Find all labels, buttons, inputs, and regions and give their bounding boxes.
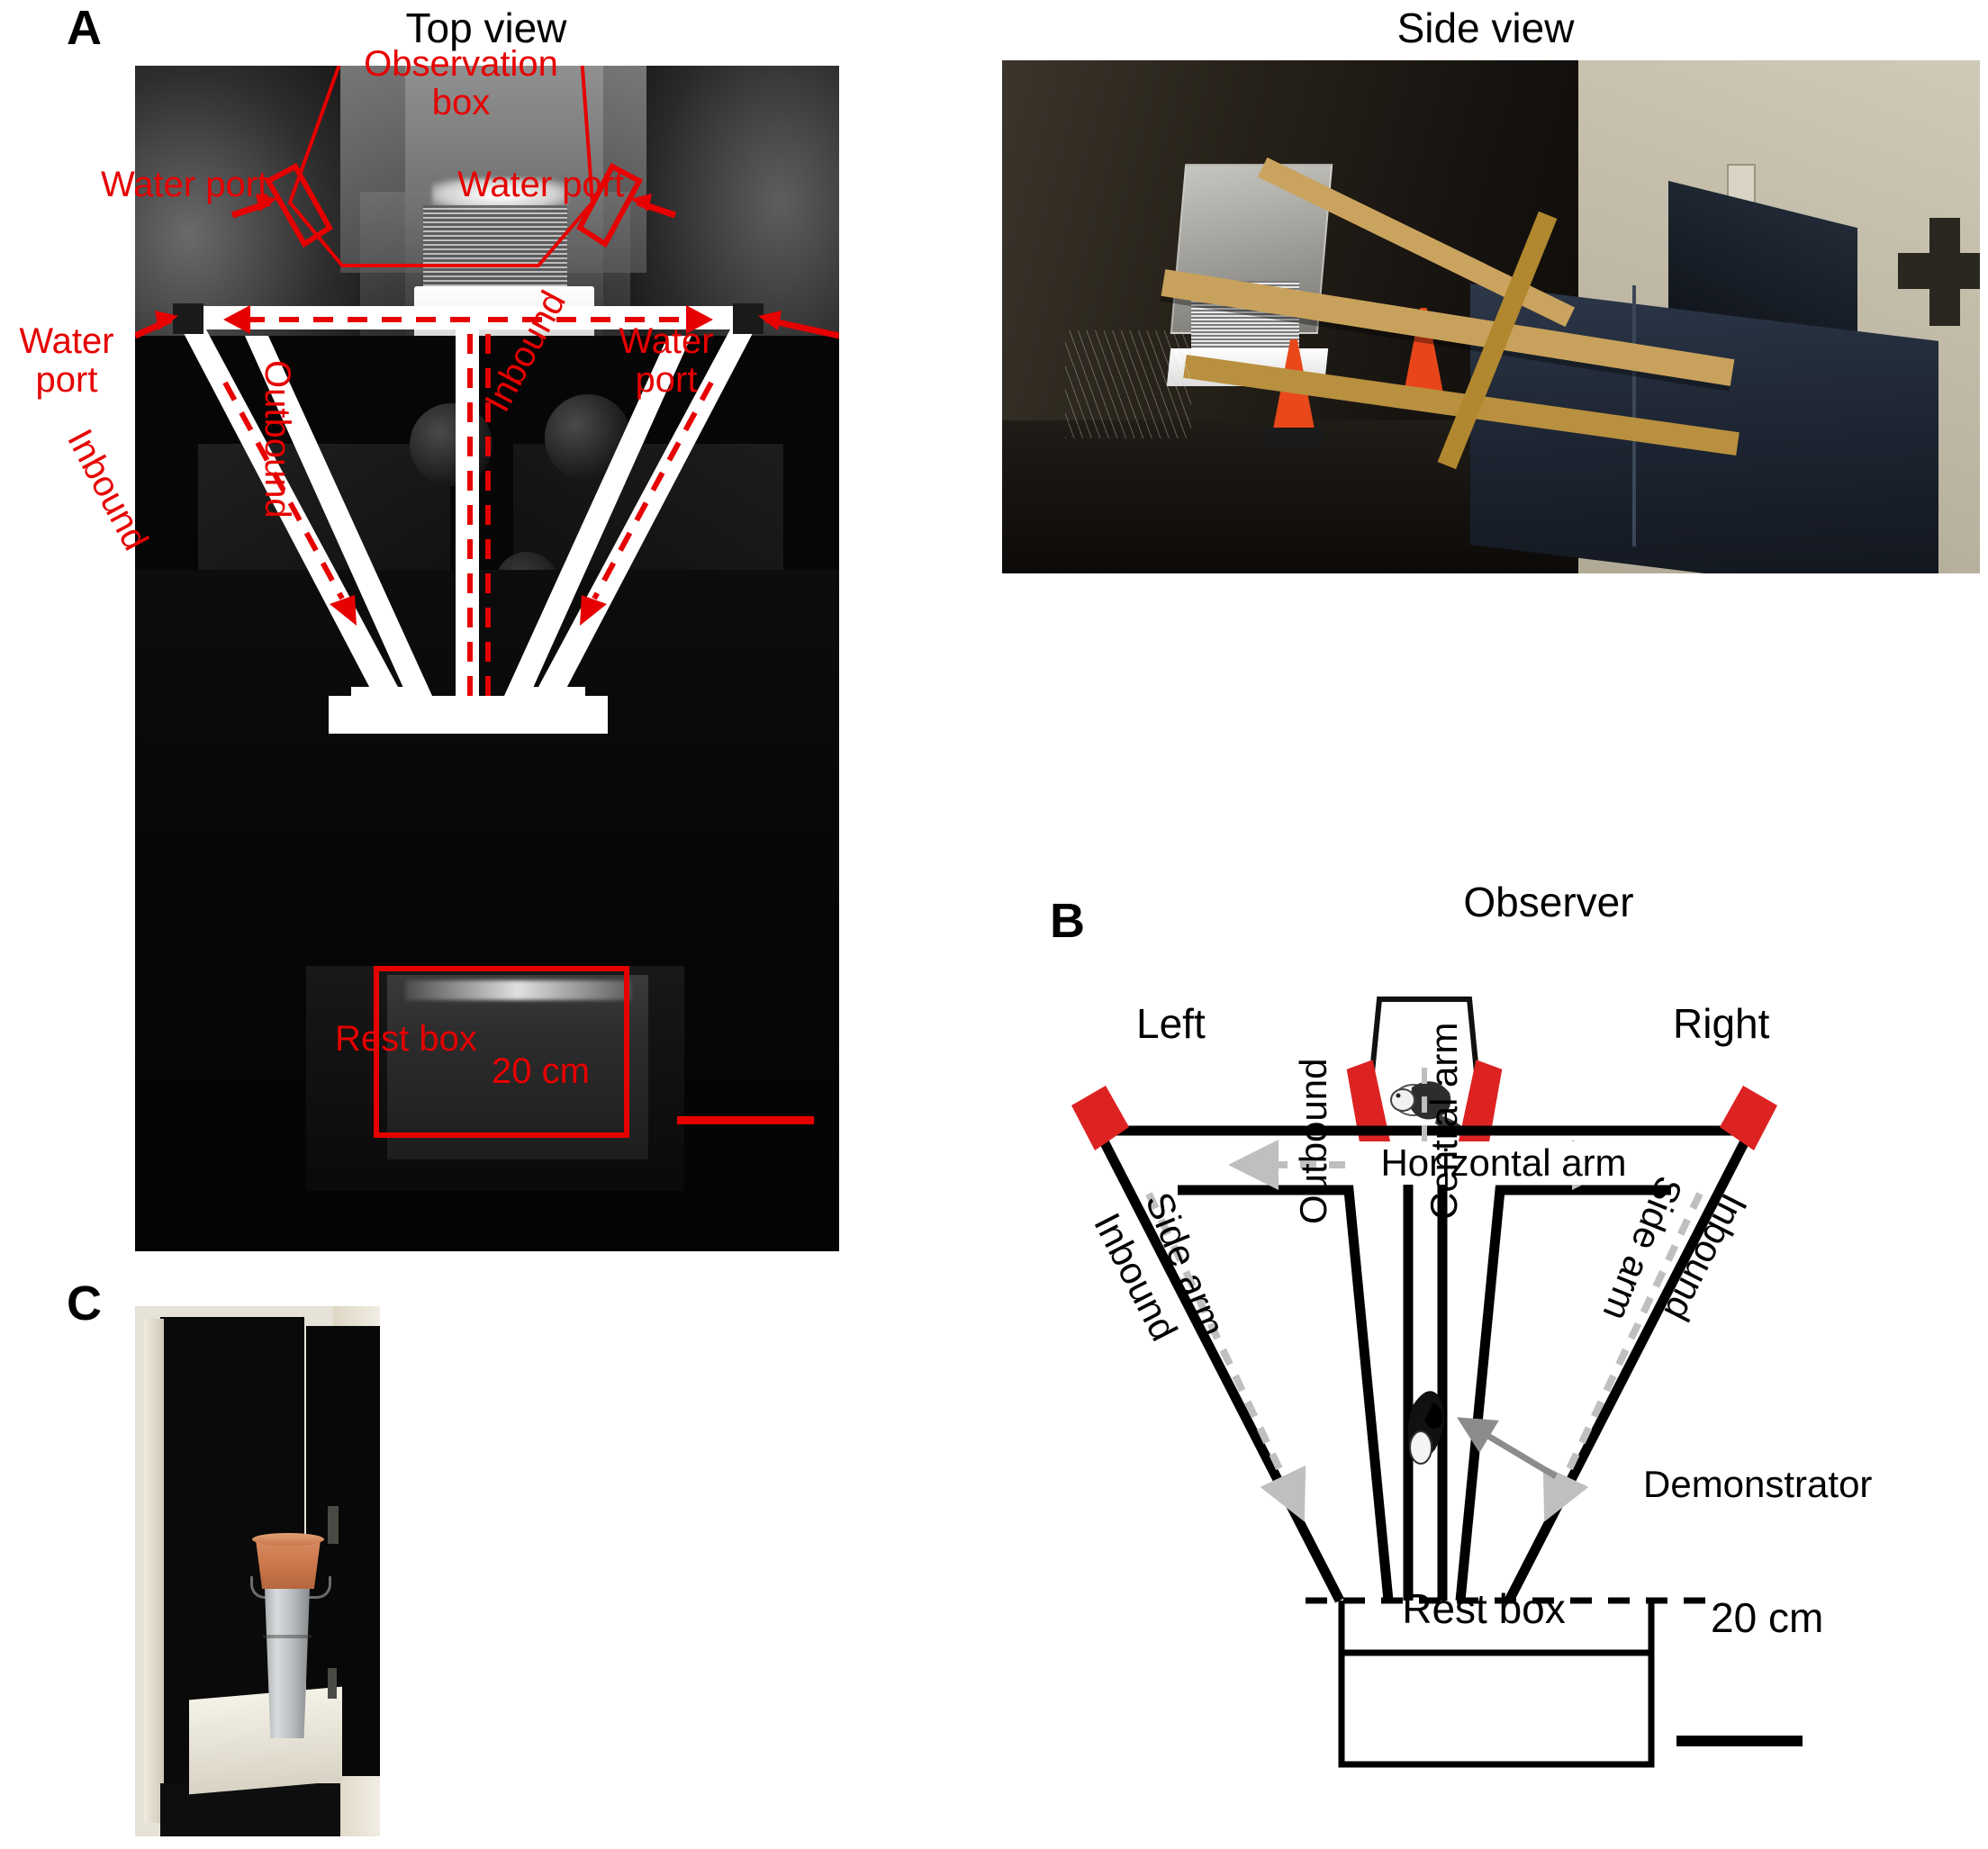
panel-b-scale-label: 20 cm bbox=[1711, 1594, 1824, 1641]
observation-box-label: Observation box bbox=[326, 44, 596, 123]
horizontal-arm-label: Horizontal arm bbox=[1351, 1141, 1657, 1185]
panel-c-letter: C bbox=[67, 1276, 102, 1330]
water-port-top-left-label: Water port bbox=[101, 165, 268, 204]
demonstrator-pointer bbox=[1456, 1417, 1558, 1480]
panel-b-scale-bar bbox=[1676, 1736, 1803, 1746]
water-port-left-label: Water port bbox=[0, 321, 133, 401]
water-port-left-label-line1: Water bbox=[19, 321, 114, 361]
panel-a-letter: A bbox=[67, 1, 102, 55]
observer-label: Observer bbox=[1463, 879, 1634, 925]
panel-c-photo bbox=[135, 1306, 380, 1836]
maze-water-port-left bbox=[1071, 1086, 1129, 1150]
side-view-photo bbox=[1002, 60, 1980, 573]
side-arm-arrow-right bbox=[1542, 1192, 1703, 1522]
water-port-right-label-line2: port bbox=[635, 360, 698, 401]
right-label: Right bbox=[1673, 1000, 1770, 1047]
rest-box-label: Rest box bbox=[335, 1019, 477, 1059]
maze-water-port-right bbox=[1720, 1086, 1777, 1150]
central-arm-label: Central arm bbox=[1423, 1022, 1465, 1220]
water-port-left-label-line2: port bbox=[35, 360, 98, 401]
left-label: Left bbox=[1136, 1000, 1206, 1047]
side-arm-arrow-left bbox=[1145, 1192, 1306, 1522]
panel-a-scale-label: 20 cm bbox=[492, 1051, 590, 1091]
outbound-label: Outbound bbox=[258, 360, 297, 519]
top-view-photo bbox=[135, 66, 839, 1251]
demonstrator-label: Demonstrator bbox=[1643, 1463, 1873, 1505]
water-port-top-right-label: Water port bbox=[457, 165, 625, 204]
maze-arms-overlay bbox=[173, 303, 764, 734]
observation-box-label-line2: box bbox=[431, 83, 491, 123]
water-port-right-label-line1: Water bbox=[619, 321, 714, 361]
panel-a-sideview-title: Side view bbox=[1396, 5, 1575, 51]
rest-box-label-b: Rest box bbox=[1402, 1585, 1566, 1632]
demonstrator-bird bbox=[1407, 1391, 1444, 1465]
rest-box-shape bbox=[1338, 1601, 1655, 1768]
observation-box-label-line1: Observation bbox=[364, 44, 558, 84]
outbound-label-b: Outbound bbox=[1292, 1058, 1334, 1225]
panel-b-letter: B bbox=[1050, 894, 1085, 948]
panel-a-topview-title: Top view bbox=[405, 5, 567, 51]
water-port-right-label: Water port bbox=[594, 321, 738, 401]
panel-a-red-annotations bbox=[135, 66, 839, 1138]
panel-b-diagram bbox=[1071, 997, 1803, 1768]
observer-bird bbox=[1390, 1081, 1464, 1131]
